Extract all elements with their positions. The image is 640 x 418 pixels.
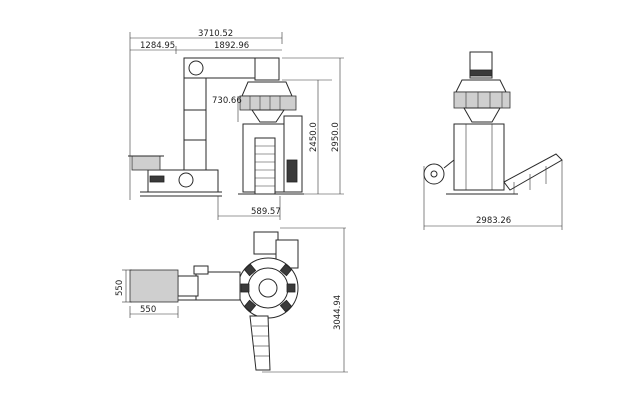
weigher-top-hopper xyxy=(254,57,280,81)
side-elevation-view: 2983.26 xyxy=(423,51,563,230)
plan-ladder xyxy=(249,315,271,371)
elevator-top-pulley xyxy=(188,60,204,76)
side-packaging-body xyxy=(453,123,505,191)
film-roll xyxy=(423,163,445,185)
dim-top-length: 3044.94 xyxy=(333,295,343,330)
plan-feed-hopper xyxy=(129,269,179,303)
dim-machine-height: 2450.0 xyxy=(309,122,319,152)
dim-weigher-offset: 1892.96 xyxy=(214,41,249,51)
weigher-buckets xyxy=(239,95,297,111)
dim-overall-height: 2950.0 xyxy=(331,122,341,152)
dim-base-offset: 589.57 xyxy=(251,207,281,217)
output-conveyor xyxy=(503,153,563,191)
dim-hopper-height: 550 xyxy=(115,280,125,296)
feed-hopper xyxy=(131,155,161,171)
dim-side-width: 2983.26 xyxy=(476,216,511,226)
dim-total-width: 3710.52 xyxy=(198,29,233,39)
dim-hopper-width: 550 xyxy=(140,305,156,315)
plan-view: 3044.94 550 550 xyxy=(115,227,348,373)
dim-elevator-offset: 1284.95 xyxy=(140,41,175,51)
plan-elevator-arm xyxy=(195,271,241,301)
front-elevation-view: 3710.52 1284.95 1892.96 730.66 xyxy=(128,29,344,220)
side-weigher-buckets xyxy=(453,91,511,109)
ladder xyxy=(254,137,276,195)
dim-discharge-height: 730.66 xyxy=(212,96,242,106)
